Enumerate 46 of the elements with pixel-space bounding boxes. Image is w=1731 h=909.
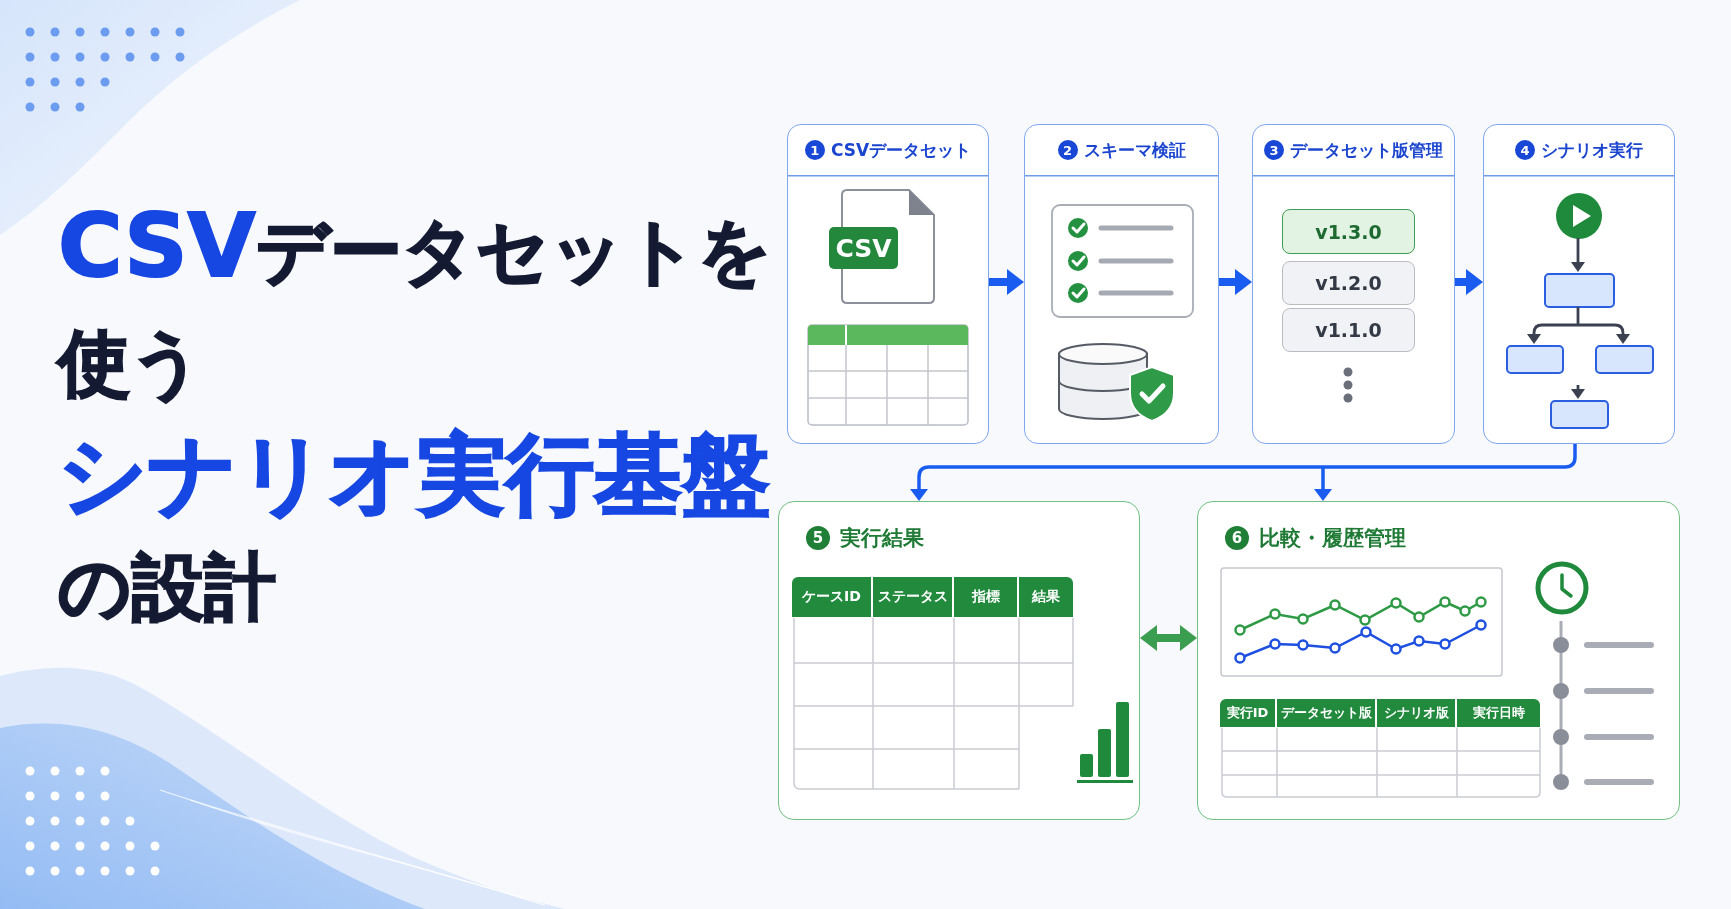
flowchart-box <box>1544 273 1615 308</box>
arrow <box>1455 269 1483 295</box>
arrow <box>1219 269 1252 295</box>
flowchart-box <box>1595 345 1654 374</box>
version-tag: v1.1.0 <box>1282 308 1415 352</box>
column-header: ケースID <box>792 577 871 617</box>
step-number: 5 <box>806 526 830 550</box>
flowchart-box <box>1506 345 1564 374</box>
arrow <box>1571 385 1585 399</box>
step-number: 3 <box>1264 140 1284 160</box>
column-header: 実行ID <box>1220 699 1275 727</box>
arrow <box>1578 323 1630 344</box>
play-circle-icon <box>1556 193 1602 239</box>
step-title: CSVデータセット <box>830 138 972 162</box>
step-card <box>1024 124 1219 444</box>
arrow <box>989 269 1024 295</box>
step-number: 6 <box>1225 526 1249 550</box>
arrow <box>1527 323 1578 344</box>
step-number: 4 <box>1515 140 1535 160</box>
version-tag: v1.2.0 <box>1282 261 1415 305</box>
column-header: シナリオ版 <box>1377 699 1455 727</box>
flowchart-box <box>1550 400 1609 429</box>
version-tag: v1.3.0 <box>1282 209 1415 254</box>
step-card <box>1252 124 1455 444</box>
arrow <box>1314 467 1332 501</box>
step-title: データセット版管理 <box>1290 138 1443 162</box>
panel-card <box>778 501 1140 820</box>
step-number: 1 <box>804 140 825 160</box>
connector-line <box>1576 307 1580 325</box>
step-title: スキーマ検証 <box>1083 138 1186 162</box>
arrow <box>1571 238 1585 272</box>
double-arrow <box>1140 625 1197 651</box>
file-type-tag: CSV <box>829 227 898 269</box>
page-title: CSVデータセットを使うシナリオ実行基盤の設計 <box>58 193 773 631</box>
panel-card <box>1197 501 1680 820</box>
column-header: 結果 <box>1019 577 1073 617</box>
step-title: 比較・履歴管理 <box>1259 525 1406 552</box>
step-number: 2 <box>1057 140 1078 160</box>
column-header: ステータス <box>873 577 952 617</box>
step-card <box>1483 124 1675 444</box>
step-title: シナリオ実行 <box>1541 138 1643 162</box>
step-card <box>787 124 989 444</box>
step-title: 実行結果 <box>840 525 924 552</box>
column-header: 実行日時 <box>1457 699 1540 727</box>
column-header: 指標 <box>954 577 1017 617</box>
column-header: データセット版 <box>1277 699 1375 727</box>
